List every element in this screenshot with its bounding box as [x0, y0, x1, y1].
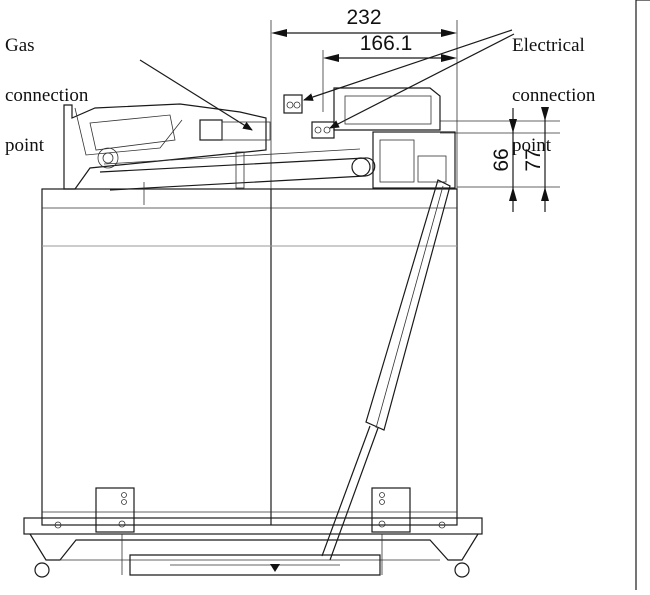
dim-232-text: 232 — [346, 6, 381, 29]
left-bracket — [95, 487, 135, 533]
electrical-label-line-2: connection — [512, 85, 596, 106]
diagonal-duct — [321, 179, 451, 561]
top-assembly — [63, 87, 456, 205]
dim-66-text: 66 — [490, 148, 513, 171]
dimension-166-1: 166.1 — [322, 32, 457, 112]
gas-leader-arrow — [139, 59, 253, 131]
electrical-label-line-3: point — [512, 135, 552, 156]
dimension-66-77: 66 77 — [440, 107, 560, 212]
base-frame — [23, 517, 483, 578]
dim-166-text: 166.1 — [360, 32, 413, 55]
electrical-connection-label: Electrical connection point — [512, 8, 595, 158]
gas-label-line-1: Gas — [5, 35, 35, 56]
gas-label-line-2: connection — [5, 85, 89, 106]
right-bracket — [371, 487, 411, 533]
electrical-leader-arrow-2 — [329, 33, 515, 129]
gas-label-line-3: point — [5, 135, 45, 156]
cabinet-body — [41, 188, 458, 526]
gas-connection-label: Gas connection point — [5, 8, 88, 158]
dim-77-text: 77 — [522, 148, 545, 171]
electrical-label-line-1: Electrical — [512, 35, 585, 56]
